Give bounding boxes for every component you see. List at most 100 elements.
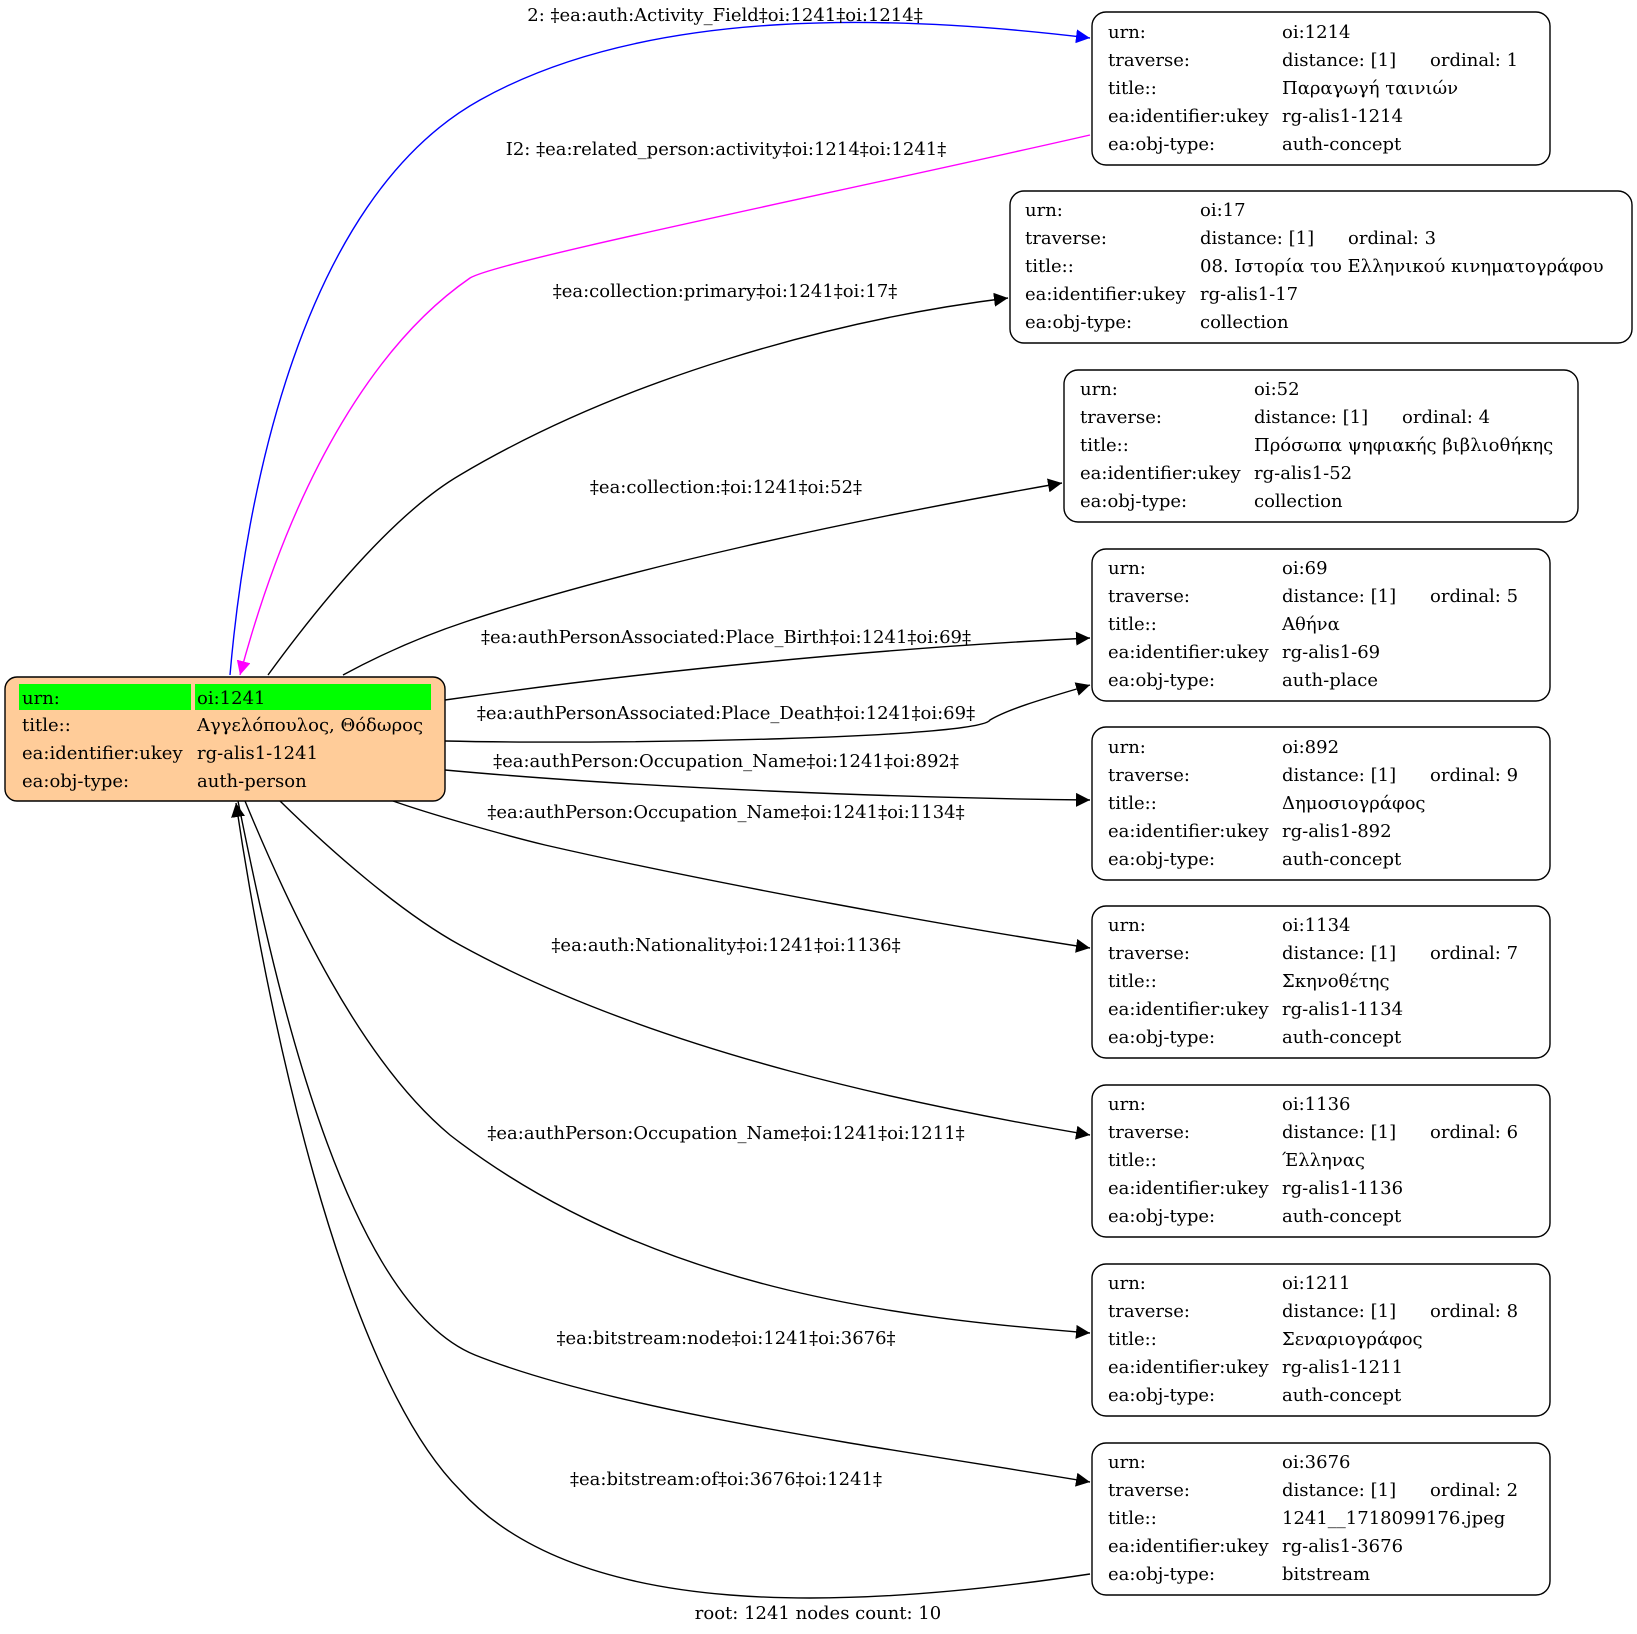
edge-place-death [444,682,1091,743]
traverse-key: traverse: [1080,407,1162,428]
title-key: title:: [1108,1329,1157,1350]
ukey-value: rg-alis1-1211 [1282,1357,1403,1378]
urn-value: oi:1214 [1282,22,1350,43]
title-key: title:: [1025,256,1074,277]
node-oi69[interactable]: urn: oi:69 traverse: distance: [1] ordin… [1091,548,1551,702]
traverse-key: traverse: [1025,228,1107,249]
edge-label-occupation-1211: ‡ea:authPerson:Occupation_Name‡oi:1241‡o… [487,1123,964,1144]
node-box [1091,11,1551,166]
distance-value: distance: [1] [1254,407,1368,428]
distance-value: distance: [1] [1282,1480,1396,1501]
objtype-value: auth-concept [1282,1206,1402,1227]
edge-occupation-1211 [244,800,1091,1339]
title-value: Δημοσιογράφος [1282,793,1426,814]
node-oi1134[interactable]: urn: oi:1134 traverse: distance: [1] ord… [1091,905,1551,1059]
node-box [1091,548,1551,702]
node-box [1063,369,1579,523]
edges [229,21,1091,1599]
distance-value: distance: [1] [1282,50,1396,71]
distance-value: distance: [1] [1200,228,1314,249]
distance-value: distance: [1] [1282,586,1396,607]
ukey-key: ea:identifier:ukey [1108,642,1269,663]
root-ukey-value: rg-alis1-1241 [197,743,318,764]
root-urn-value-highlight [195,684,431,710]
node-oi1136[interactable]: urn: oi:1136 traverse: distance: [1] ord… [1091,1084,1551,1238]
ordinal-value: ordinal: 1 [1430,50,1518,71]
objtype-value: auth-concept [1282,1027,1402,1048]
ordinal-value: ordinal: 2 [1430,1480,1518,1501]
edge-label-collection-primary: ‡ea:collection:primary‡oi:1241‡oi:17‡ [553,281,898,302]
ukey-key: ea:identifier:ukey [1108,1178,1269,1199]
objtype-value: auth-concept [1282,849,1402,870]
edge-place-birth [444,631,1091,701]
node-box [1091,1442,1551,1596]
ukey-key: ea:identifier:ukey [1080,463,1241,484]
node-oi1211[interactable]: urn: oi:1211 traverse: distance: [1] ord… [1091,1263,1551,1417]
objtype-key: ea:obj-type: [1108,849,1215,870]
urn-value: oi:892 [1282,737,1339,758]
urn-key: urn: [1025,200,1063,221]
ukey-value: rg-alis1-69 [1282,642,1380,663]
ukey-key: ea:identifier:ukey [1108,999,1269,1020]
root-objtype-key: ea:obj-type: [22,771,129,792]
title-value: Έλληνας [1282,1150,1365,1171]
urn-key: urn: [1108,1273,1146,1294]
title-key: title:: [1108,1150,1157,1171]
edge-label-occupation-892: ‡ea:authPerson:Occupation_Name‡oi:1241‡o… [493,751,959,772]
title-value: 08. Ιστορία του Ελληνικού κινηματογράφου [1200,256,1604,277]
node-oi3676[interactable]: urn: oi:3676 traverse: distance: [1] ord… [1091,1442,1551,1596]
edge-label-nationality: ‡ea:auth:Nationality‡oi:1241‡oi:1136‡ [551,935,900,956]
root-node[interactable]: urn: oi:1241 title:: Αγγελόπουλος, Θόδωρ… [4,676,446,802]
title-key: title:: [1080,435,1129,456]
objtype-value: auth-concept [1282,134,1402,155]
edge-label-bitstream-node: ‡ea:bitstream:node‡oi:1241‡oi:3676‡ [556,1328,895,1349]
ukey-key: ea:identifier:ukey [1108,106,1269,127]
urn-value: oi:69 [1282,558,1328,579]
node-oi17[interactable]: urn: oi:17 traverse: distance: [1] ordin… [1009,190,1633,344]
traverse-key: traverse: [1108,1301,1190,1322]
title-value: Αθήνα [1281,614,1340,635]
node-oi1214[interactable]: urn: oi:1214 traverse: distance: [1] ord… [1091,11,1551,166]
urn-key: urn: [1108,1452,1146,1473]
node-oi892[interactable]: urn: oi:892 traverse: distance: [1] ordi… [1091,726,1551,881]
node-box [1091,1084,1551,1238]
objtype-key: ea:obj-type: [1025,312,1132,333]
edge-activity-field [229,21,1091,676]
title-value: Σεναριογράφος [1282,1329,1423,1350]
urn-key: urn: [1080,379,1118,400]
objtype-key: ea:obj-type: [1108,1564,1215,1585]
distance-value: distance: [1] [1282,765,1396,786]
edge-label-bitstream-of: ‡ea:bitstream:of‡oi:3676‡oi:1241‡ [570,1469,882,1490]
ukey-key: ea:identifier:ukey [1025,284,1186,305]
ukey-value: rg-alis1-1214 [1282,106,1403,127]
edge-nationality [279,800,1091,1140]
edge-occupation-1134 [392,800,1091,953]
ukey-key: ea:identifier:ukey [1108,1536,1269,1557]
objtype-key: ea:obj-type: [1108,134,1215,155]
edge-label-place-birth: ‡ea:authPersonAssociated:Place_Birth‡oi:… [481,627,971,648]
edge-collection [342,478,1063,676]
objtype-value: collection [1254,491,1343,512]
traverse-key: traverse: [1108,50,1190,71]
traverse-key: traverse: [1108,765,1190,786]
node-box [1091,905,1551,1059]
title-value: Σκηνοθέτης [1282,971,1390,992]
ordinal-value: ordinal: 6 [1430,1122,1518,1143]
distance-value: distance: [1] [1282,1122,1396,1143]
root-objtype-value: auth-person [197,771,307,792]
urn-key: urn: [1108,558,1146,579]
objtype-key: ea:obj-type: [1108,1385,1215,1406]
objtype-value: auth-concept [1282,1385,1402,1406]
node-oi52[interactable]: urn: oi:52 traverse: distance: [1] ordin… [1063,369,1579,523]
title-key: title:: [1108,1508,1157,1529]
urn-key: urn: [1108,915,1146,936]
edge-related-person-activity [236,134,1091,676]
ordinal-value: ordinal: 8 [1430,1301,1518,1322]
title-key: title:: [1108,614,1157,635]
objtype-value: collection [1200,312,1289,333]
objtype-key: ea:obj-type: [1080,491,1187,512]
objtype-value: bitstream [1282,1564,1370,1585]
urn-value: oi:52 [1254,379,1300,400]
ordinal-value: ordinal: 5 [1430,586,1518,607]
ukey-value: rg-alis1-52 [1254,463,1352,484]
